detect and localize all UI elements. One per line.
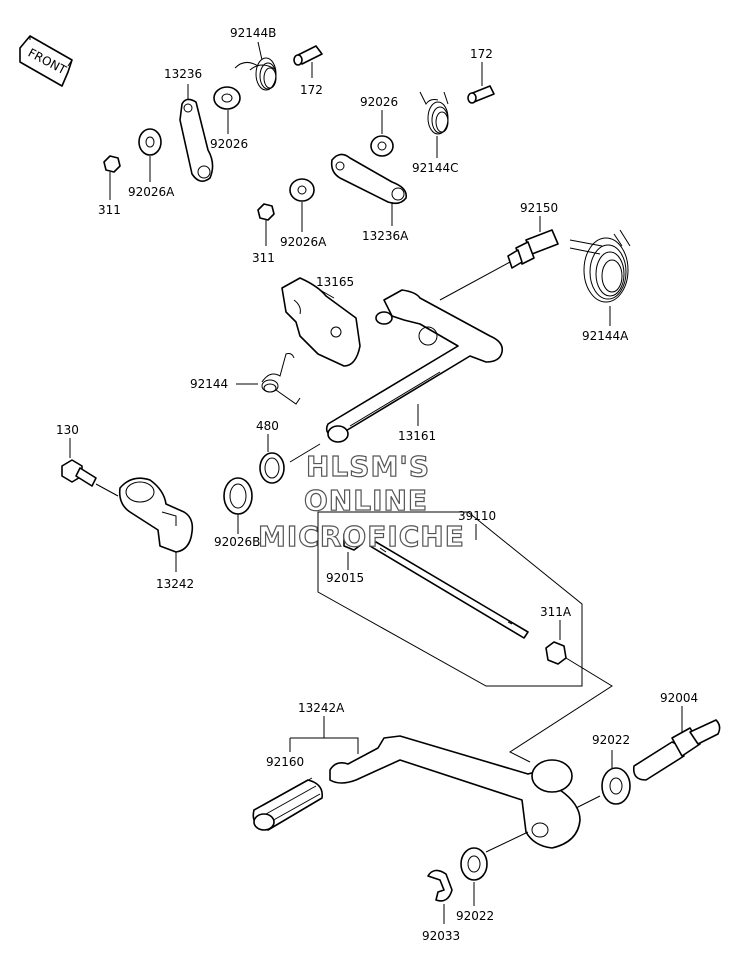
label-13161: 13161	[398, 429, 436, 443]
label-92026A-b: 92026A	[280, 235, 327, 249]
pin-172-icon	[293, 45, 323, 66]
circlip-480-icon	[259, 452, 285, 484]
watermark: HLSM'S ONLINE MICROFICHE	[257, 449, 465, 553]
front-arrow-icon: FRONT	[19, 35, 73, 87]
spring-92144C-icon	[419, 91, 449, 135]
washer-92026-icon	[213, 86, 241, 110]
label-92022-b: 92022	[456, 909, 494, 923]
spring-92144A-icon	[569, 229, 631, 303]
label-480: 480	[256, 419, 279, 433]
tie-rod-39110-icon	[317, 511, 583, 687]
label-172-b: 172	[470, 47, 493, 61]
watermark-line-3: MICROFICHE	[258, 520, 465, 553]
label-92144: 92144	[190, 377, 228, 391]
label-13165: 13165	[316, 275, 354, 289]
pin-172-b-icon	[467, 85, 495, 104]
clip-92033-icon	[427, 869, 453, 902]
label-130: 130	[56, 423, 79, 437]
label-311-a: 311	[98, 203, 121, 217]
label-39110: 39110	[458, 509, 496, 523]
label-13242A: 13242A	[298, 701, 345, 715]
washer-92022-icon	[601, 767, 631, 805]
spring-92144-icon	[261, 353, 301, 405]
label-92022-a: 92022	[592, 733, 630, 747]
label-92015: 92015	[326, 571, 364, 585]
spring-92144B-icon	[234, 57, 277, 91]
label-13242: 13242	[156, 577, 194, 591]
label-92026A-a: 92026A	[128, 185, 175, 199]
label-92033: 92033	[422, 929, 460, 943]
label-92004: 92004	[660, 691, 698, 705]
label-92150: 92150	[520, 201, 558, 215]
label-92026-a: 92026	[210, 137, 248, 151]
watermark-line-1: HLSM'S	[306, 450, 430, 483]
pivot-bolt-92004-icon	[632, 719, 721, 781]
nut-311A-icon	[545, 641, 567, 665]
lever-plate-13236A-icon	[330, 153, 408, 205]
nut-311-b-icon	[257, 203, 275, 221]
nut-311-icon	[103, 155, 121, 173]
bolt-130-icon	[61, 459, 97, 487]
washer-92022-b-icon	[460, 847, 488, 881]
label-92144A: 92144A	[582, 329, 629, 343]
label-92144C: 92144C	[412, 161, 459, 175]
label-311-b: 311	[252, 251, 275, 265]
part-labels: 92144B 172 13236 92026 92026A 311 172 92…	[56, 26, 698, 943]
shift-pedal-13242A-icon	[329, 735, 581, 849]
shift-shaft-13161-icon	[325, 289, 504, 443]
label-172-a: 172	[300, 83, 323, 97]
plate-13165-icon	[281, 277, 361, 367]
watermark-line-2: ONLINE	[304, 484, 428, 517]
label-311A: 311A	[540, 605, 572, 619]
nut-92015-icon	[343, 527, 363, 551]
label-92160: 92160	[266, 755, 304, 769]
label-92026B: 92026B	[214, 535, 260, 549]
washer-92026-b-icon	[370, 135, 394, 157]
label-92144B: 92144B	[230, 26, 276, 40]
label-13236: 13236	[164, 67, 202, 81]
pedal-rubber-92160-icon	[252, 777, 324, 831]
lever-13242-icon	[118, 477, 194, 553]
washer-92026B-icon	[223, 477, 253, 515]
washer-92026A-icon	[138, 128, 162, 156]
label-13236A: 13236A	[362, 229, 409, 243]
lever-plate-13236-icon	[179, 98, 214, 182]
washer-92026A-b-icon	[289, 178, 315, 202]
bolt-92150-icon	[507, 229, 559, 269]
label-92026-b: 92026	[360, 95, 398, 109]
